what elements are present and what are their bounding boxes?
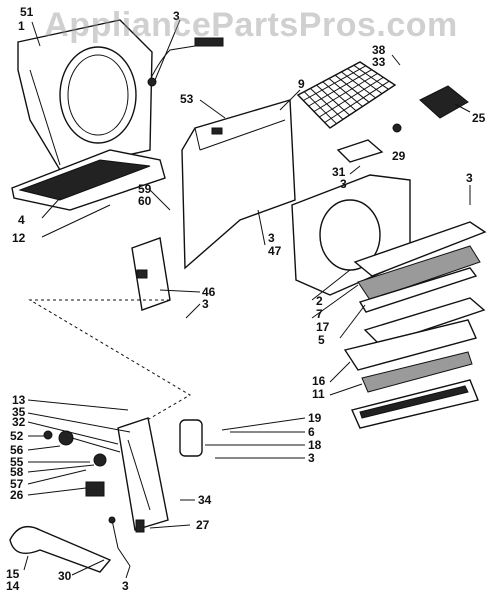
front-grille-16[interactable]	[343, 319, 477, 371]
callout-label: 32	[12, 415, 26, 429]
callout-label: 3	[173, 9, 180, 23]
callout-labels: 51 1 3 38 33 53 9 25 29 31 3 59 60 4 12 …	[6, 5, 486, 593]
callout-label: 56	[10, 443, 24, 457]
callout-label: 5	[318, 333, 325, 347]
control-knob-bracket[interactable]	[419, 85, 469, 119]
callout-label: 16	[312, 374, 326, 388]
filter-mesh[interactable]	[357, 245, 481, 301]
callout-label: 60	[138, 194, 152, 208]
electrical-panel[interactable]	[117, 417, 169, 531]
front-top-panel[interactable]	[353, 221, 487, 277]
filter-frame-17[interactable]	[358, 267, 478, 313]
callout-label: 58	[10, 465, 24, 479]
callout-label: 25	[472, 111, 486, 125]
tray-5[interactable]	[363, 297, 486, 346]
drain-pan-base[interactable]	[11, 149, 166, 211]
front-bottom-grille[interactable]	[351, 379, 479, 429]
callout-label: 3	[308, 451, 315, 465]
callout-label: 33	[372, 55, 386, 69]
callout-label: 9	[298, 77, 305, 91]
small-clip-29[interactable]	[392, 123, 402, 133]
callout-label: 17	[316, 320, 330, 334]
callout-label: 13	[12, 393, 26, 407]
switch-knob-assembly[interactable]	[43, 430, 121, 497]
callout-label: 52	[10, 429, 24, 443]
callout-label: 57	[10, 477, 24, 491]
callout-label: 34	[198, 493, 212, 507]
callout-label: 46	[202, 285, 216, 299]
capacitor-18[interactable]	[179, 419, 203, 457]
callout-label: 31	[332, 165, 346, 179]
wire-grille[interactable]	[296, 61, 397, 129]
callout-label: 12	[12, 231, 26, 245]
callout-label: 47	[268, 244, 282, 258]
callout-label: 18	[308, 438, 322, 452]
power-cord-30[interactable]	[108, 516, 131, 567]
callout-label: 55	[10, 455, 24, 469]
bracket-31[interactable]	[336, 139, 384, 163]
callout-label: 11	[312, 387, 325, 401]
callout-label: 29	[392, 149, 406, 163]
callout-label: 26	[10, 488, 24, 502]
callout-label: 3	[340, 177, 347, 191]
callout-label: 14	[6, 579, 20, 593]
callout-label: 53	[180, 92, 194, 106]
callout-label: 3	[122, 579, 129, 593]
callout-label: 19	[308, 411, 322, 425]
motor-mount-15[interactable]	[9, 526, 112, 573]
callout-label: 51	[20, 5, 34, 19]
callout-label: 3	[268, 231, 275, 245]
callout-label: 38	[372, 43, 386, 57]
callout-label: 3	[202, 297, 209, 311]
callout-label: 1	[18, 19, 25, 33]
callout-label: 27	[196, 518, 210, 532]
callout-label: 35	[12, 405, 26, 419]
callout-label: 4	[18, 213, 25, 227]
callout-label: 2	[316, 294, 323, 308]
callout-label: 30	[58, 569, 72, 583]
louver-11[interactable]	[361, 351, 473, 393]
callout-label: 59	[138, 182, 152, 196]
thermostat-27[interactable]	[135, 519, 145, 533]
spring-rod-top[interactable]	[147, 37, 224, 87]
callout-label: 3	[466, 171, 473, 185]
blower-shroud[interactable]	[17, 19, 153, 171]
callout-label: 7	[316, 307, 323, 321]
control-box-46[interactable]	[131, 237, 171, 311]
center-partition-panel[interactable]	[181, 99, 296, 270]
leader-lines	[23, 19, 471, 579]
callout-label: 6	[308, 425, 315, 439]
callout-label: 15	[6, 567, 20, 581]
